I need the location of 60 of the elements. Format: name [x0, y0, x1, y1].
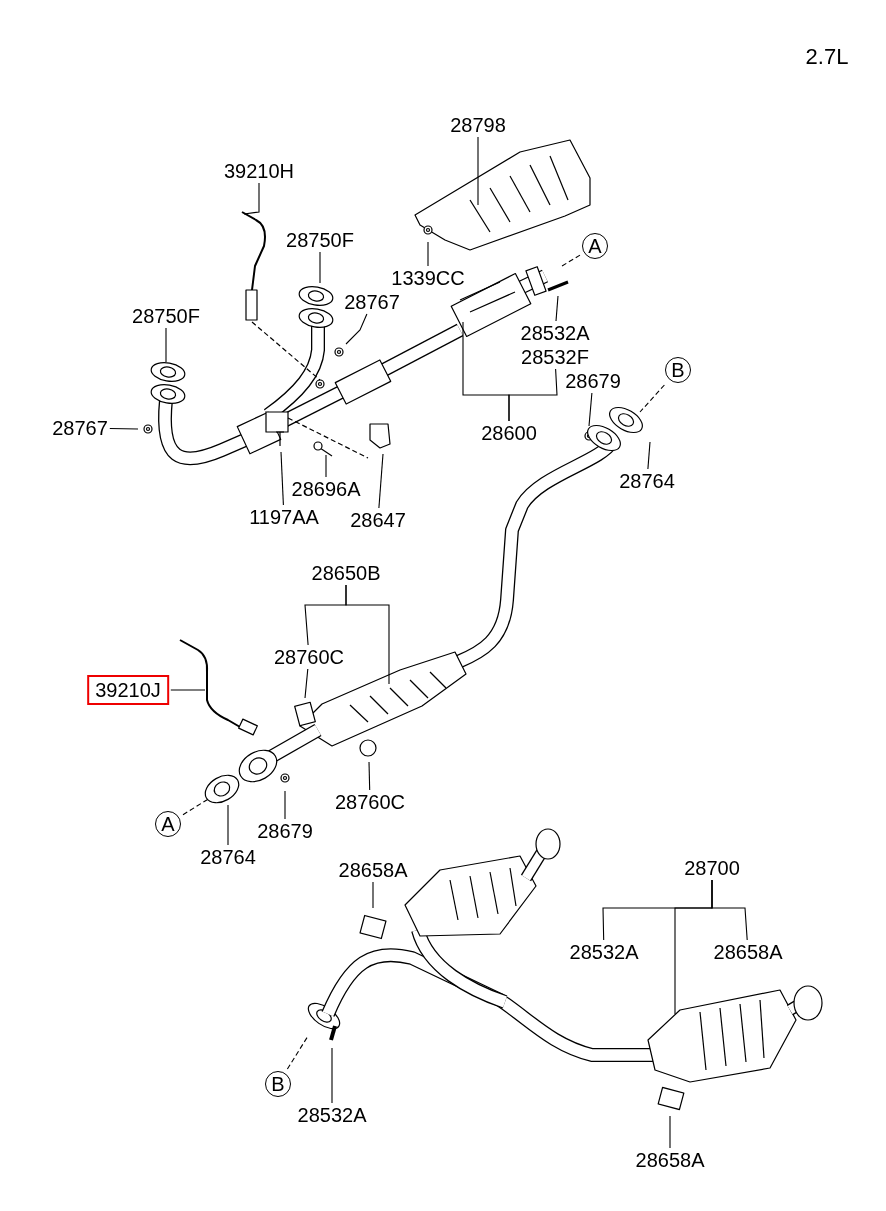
- part-number: 1197AA: [249, 507, 319, 527]
- part-number: 28798: [450, 115, 506, 135]
- leader-line: [304, 668, 309, 699]
- part-number: 28696A: [291, 479, 361, 499]
- leader-line: [170, 689, 206, 691]
- part-number: 28658A: [713, 942, 783, 962]
- leader-line: [319, 251, 321, 284]
- part-number: 1339CC: [391, 268, 465, 288]
- leader-line: [109, 427, 139, 430]
- leader-line: [508, 368, 558, 422]
- part-number: 28764: [200, 847, 256, 867]
- leader-line: [477, 136, 479, 206]
- leader-line: [669, 1115, 671, 1149]
- part-number: 28764: [619, 471, 675, 491]
- leader-line: [555, 295, 559, 322]
- leader-line: [674, 879, 713, 1015]
- part-number: 28532A: [569, 942, 639, 962]
- part-number: 28532A: [297, 1105, 367, 1125]
- part-number: 28750F: [286, 230, 354, 250]
- leader-line: [647, 441, 651, 470]
- part-number: 28767: [344, 292, 400, 312]
- part-number: 28532F: [521, 347, 589, 367]
- reference-marker: A: [582, 233, 608, 259]
- part-number: 28658A: [338, 860, 408, 880]
- reference-line: [182, 797, 211, 816]
- part-number: 28760C: [334, 792, 406, 812]
- part-number: 28647: [350, 510, 406, 530]
- leader-line: [284, 790, 286, 820]
- part-number: 28750F: [132, 306, 200, 326]
- engine-size-label: 2.7L: [805, 46, 849, 68]
- part-number: 28760C: [273, 647, 345, 667]
- leader-line: [378, 453, 384, 509]
- part-number: 28767: [52, 418, 108, 438]
- reference-line: [639, 384, 665, 413]
- leader-line: [243, 182, 260, 215]
- part-number: 28600: [481, 423, 537, 443]
- leader-line: [331, 1047, 333, 1104]
- reference-line: [561, 254, 581, 267]
- leader-line: [372, 881, 374, 909]
- part-number: 28700: [684, 858, 740, 878]
- part-number: 28650B: [311, 563, 381, 583]
- leader-line: [427, 241, 429, 267]
- reference-marker: B: [265, 1071, 291, 1097]
- leader-line: [227, 804, 229, 846]
- reference-marker: B: [665, 357, 691, 383]
- highlighted-part-number: 39210J: [87, 675, 169, 705]
- part-number: 28679: [565, 371, 621, 391]
- leader-line: [588, 392, 593, 427]
- leader-line: [280, 451, 284, 506]
- leader-line: [345, 313, 368, 345]
- part-number: 28658A: [635, 1150, 705, 1170]
- leader-line: [345, 584, 390, 685]
- part-number: 39210H: [223, 161, 295, 181]
- reference-marker: A: [155, 811, 181, 837]
- leader-line: [368, 761, 371, 791]
- part-number: 28679: [257, 821, 313, 841]
- leader-line: [165, 327, 167, 363]
- part-number: 28532A: [520, 323, 590, 343]
- reference-line: [286, 1035, 309, 1070]
- leader-line: [325, 454, 327, 478]
